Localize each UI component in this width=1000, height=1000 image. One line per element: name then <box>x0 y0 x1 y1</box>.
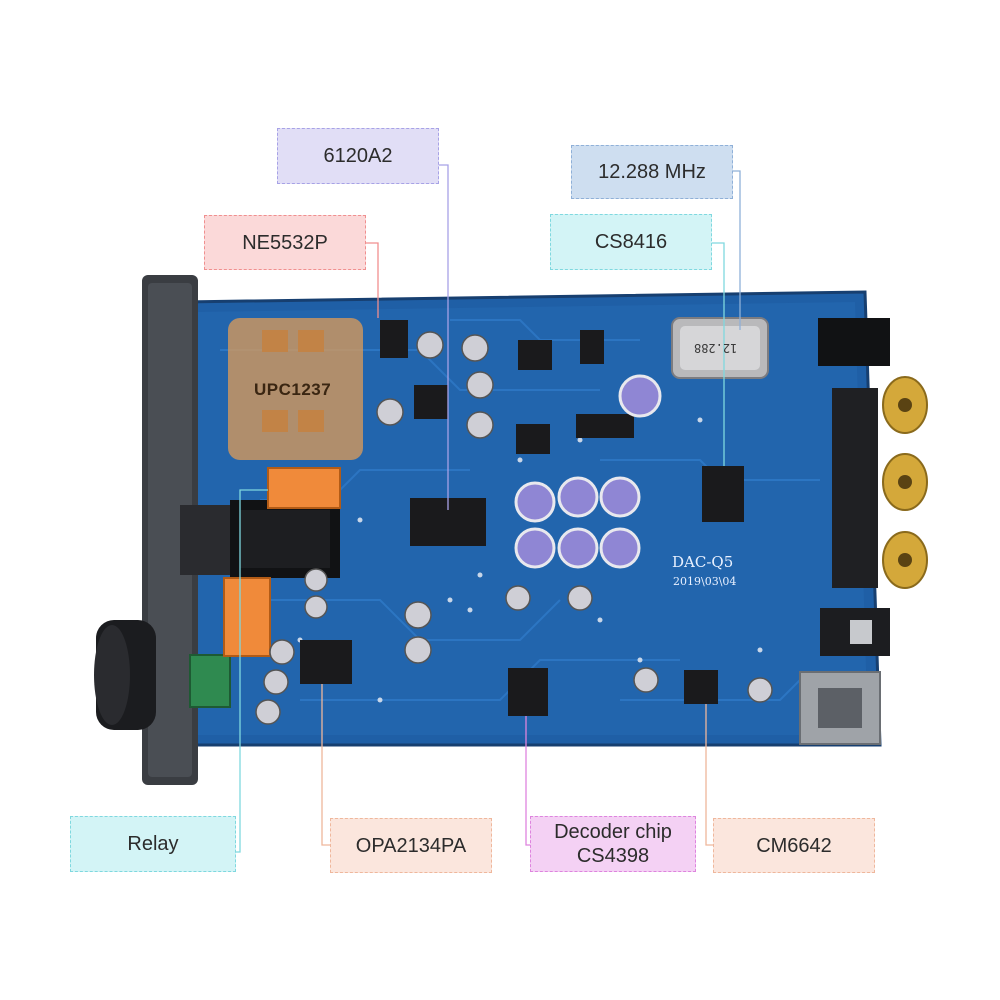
rca-jack-icon <box>832 376 928 589</box>
crystal-oscillator <box>671 317 769 379</box>
callout-cs8416: CS8416 <box>550 214 712 270</box>
chip-opa2134pa <box>300 640 352 684</box>
small-capacitors <box>255 331 773 725</box>
headphone-jack-icon <box>180 500 340 578</box>
leader-dec <box>525 716 530 846</box>
board-model-text: DAC-Q5 <box>672 553 734 571</box>
leader-6120a2 <box>439 164 449 510</box>
leader-relay <box>236 489 268 853</box>
board-date-text: 2019\03\04 <box>673 575 737 588</box>
relay-parts <box>223 467 341 657</box>
leader-cs8416 <box>712 242 725 466</box>
leader-opa <box>321 684 330 846</box>
upc1237-label: UPC1237 <box>254 380 332 399</box>
leader-ne5532 <box>366 242 379 318</box>
callout-decoder-cs4398: Decoder chip CS4398 <box>530 816 696 872</box>
optical-spdif-port-icon <box>820 608 890 656</box>
callout-6120a2: 6120A2 <box>277 128 439 184</box>
crystal-marking: 12.288 <box>694 341 738 355</box>
callout-ne5532p: NE5532P <box>204 215 366 270</box>
leader-mhz <box>733 170 741 330</box>
dc-power-jack-icon <box>818 318 890 366</box>
chip-cm6642 <box>684 670 718 704</box>
usb-b-port-icon <box>799 671 881 745</box>
chip-cs4398 <box>508 668 548 716</box>
callout-crystal-frequency: 12.288 MHz <box>571 145 733 199</box>
green-connector <box>189 654 231 708</box>
chip-cs8416 <box>702 466 744 522</box>
capacitor-cluster <box>514 374 662 569</box>
callout-relay: Relay <box>70 816 236 872</box>
leader-cm <box>705 704 713 846</box>
upc1237-highlight <box>228 318 363 460</box>
callout-cm6642: CM6642 <box>713 818 875 873</box>
callout-opa2134pa: OPA2134PA <box>330 818 492 873</box>
chip-ne5532p <box>380 320 408 358</box>
volume-knob-icon <box>94 620 156 730</box>
